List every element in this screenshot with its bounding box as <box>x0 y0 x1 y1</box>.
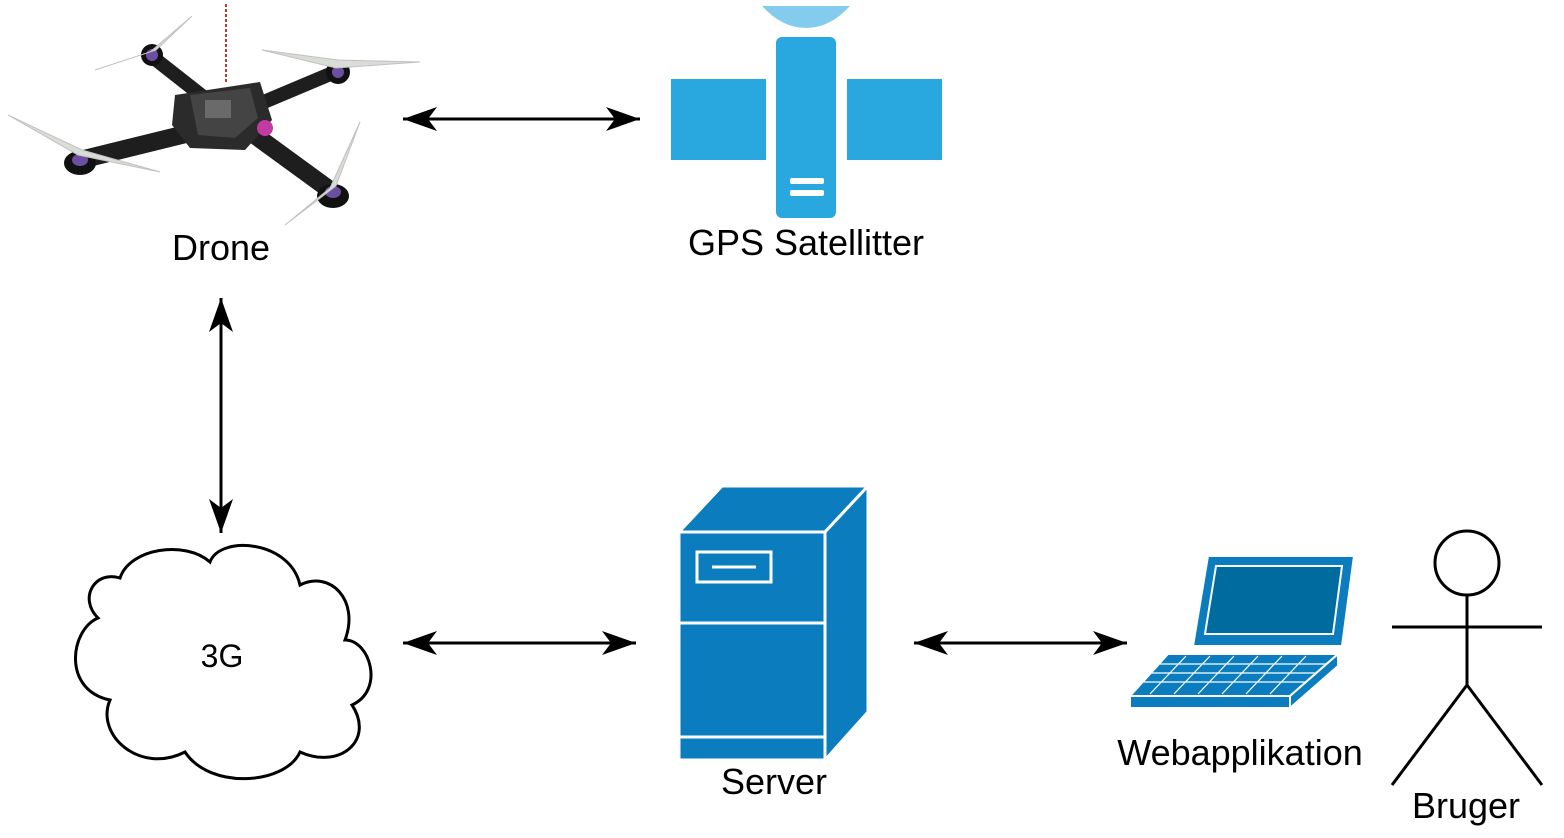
server-icon <box>675 482 872 764</box>
server-label: Server <box>721 761 827 802</box>
drone-label: Drone <box>172 227 270 268</box>
drone-icon <box>7 4 421 226</box>
laptop-icon <box>1127 555 1356 711</box>
webapp-label: Webapplikation <box>1117 732 1363 773</box>
network-label: 3G <box>201 638 244 674</box>
stick-figure-icon <box>1390 529 1544 786</box>
satellite-icon <box>671 6 942 218</box>
cloud-icon <box>74 544 373 781</box>
gps-label: GPS Satellitter <box>688 222 924 263</box>
user-label: Bruger <box>1412 785 1520 826</box>
